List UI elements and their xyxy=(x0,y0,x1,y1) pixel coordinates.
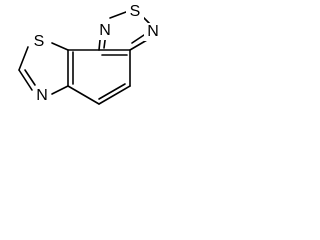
bond-n1-s2 xyxy=(109,11,127,19)
bond-n3-c4a xyxy=(129,39,148,51)
bond-c5-c5a xyxy=(67,85,100,105)
atom-n3: N xyxy=(147,23,159,40)
bond-s2-n3 xyxy=(142,16,151,25)
bond-c8a-s1 xyxy=(51,42,69,51)
bond-c2-n3 xyxy=(18,69,33,91)
molecule-structure: N S N S N xyxy=(18,3,162,105)
bond-n3-c4a-double xyxy=(131,34,145,44)
atom-n-thiazole: N xyxy=(36,87,48,104)
bond-c4-c5 xyxy=(98,85,131,105)
bond-s1-c2 xyxy=(18,46,29,71)
bonds xyxy=(18,11,151,105)
bond-c2-n3-double xyxy=(24,69,36,86)
atom-n1: N xyxy=(99,22,111,39)
bond-n3-c5a xyxy=(51,85,69,95)
atom-s2: S xyxy=(130,3,141,20)
bond-c4-c5-double xyxy=(98,83,126,100)
atom-s-thiazole: S xyxy=(34,33,45,50)
atom-labels: N S N S N xyxy=(30,3,162,105)
